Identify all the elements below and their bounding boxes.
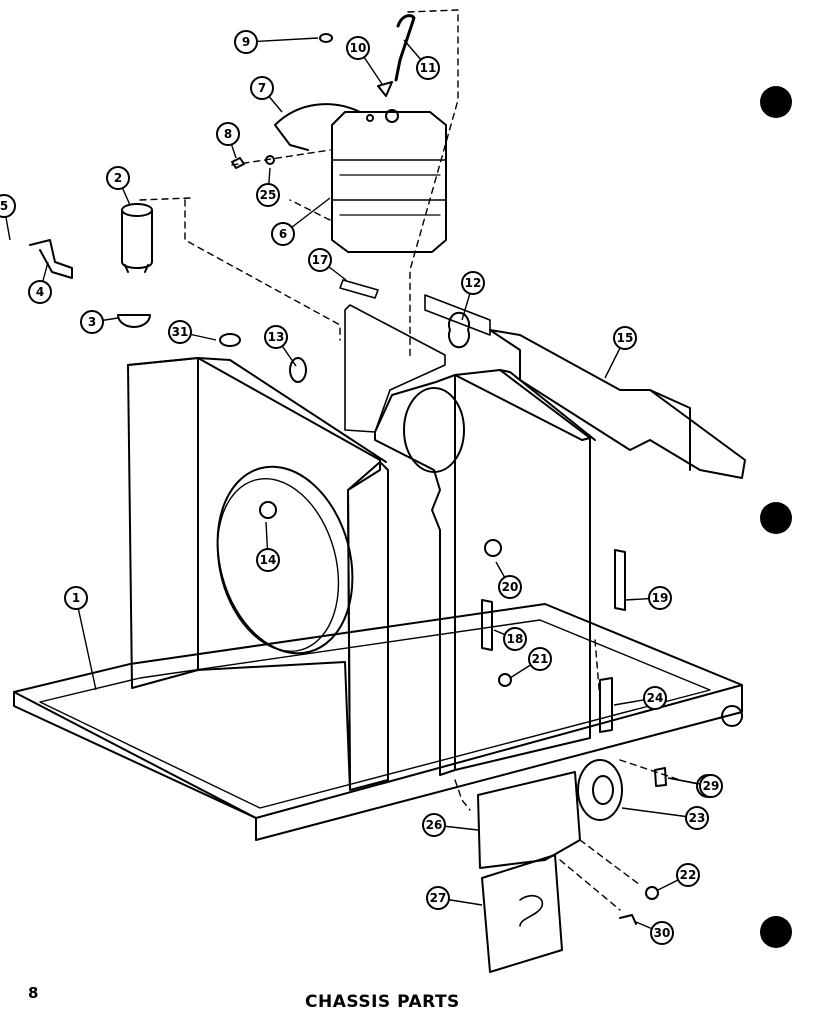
water-reservoir — [331, 109, 447, 253]
callout-9: 9 — [234, 30, 319, 54]
callout-17: 17 — [308, 248, 347, 281]
access-plate — [477, 771, 581, 869]
callout-label: 19 — [652, 591, 669, 605]
retaining-strap — [274, 103, 361, 151]
registration-marks — [760, 86, 792, 948]
callout-label: 5 — [0, 199, 8, 213]
callout-21: 21 — [509, 647, 552, 679]
nut — [498, 673, 512, 687]
grommet-side — [289, 357, 307, 383]
callout-14: 14 — [256, 521, 280, 572]
callout-8: 8 — [216, 122, 240, 159]
callout-20: 20 — [495, 561, 522, 599]
callout-label: 11 — [420, 61, 437, 75]
mounting-bracket — [481, 599, 493, 651]
divider-panel — [347, 374, 465, 791]
callout-1: 1 — [64, 586, 97, 691]
pulley-wheel — [577, 759, 623, 821]
callout-10: 10 — [346, 36, 383, 85]
lock-nut — [645, 886, 659, 900]
callout-7: 7 — [250, 76, 283, 113]
callout-11: 11 — [403, 39, 440, 80]
rail-bracket — [489, 329, 746, 479]
callout-label: 14 — [260, 553, 277, 567]
callout-label: 20 — [502, 580, 519, 594]
callout-label: 17 — [312, 253, 329, 267]
callout-4: 4 — [28, 261, 52, 304]
callout-label: 29 — [703, 779, 720, 793]
callout-30: 30 — [635, 921, 674, 945]
callout-label: 26 — [426, 818, 443, 832]
callout-29: 29 — [667, 774, 723, 798]
callout-12: 12 — [461, 271, 485, 321]
callout-2: 2 — [106, 166, 131, 206]
base-pan — [13, 603, 744, 841]
callout-label: 12 — [465, 276, 482, 290]
corner-bracket — [599, 677, 613, 733]
callout-label: 23 — [689, 811, 706, 825]
page-number: 8 — [28, 984, 39, 1002]
valve-fitting — [377, 81, 393, 97]
bulkhead-panel — [454, 369, 596, 771]
callout-label: 7 — [258, 81, 266, 95]
bushing — [484, 539, 502, 557]
cover-plate — [481, 854, 563, 973]
callout-23: 23 — [621, 806, 709, 830]
callout-label: 1 — [72, 591, 80, 605]
callout-22: 22 — [657, 863, 700, 891]
cap — [319, 33, 333, 43]
callout-15: 15 — [604, 326, 637, 379]
screw — [231, 157, 245, 169]
terminal-strip — [339, 279, 379, 299]
callout-27: 27 — [426, 886, 483, 910]
callout-label: 4 — [36, 285, 44, 299]
callout-label: 8 — [224, 127, 232, 141]
callout-31: 31 — [168, 320, 217, 344]
callout-label: 30 — [654, 926, 671, 940]
callout-label: 31 — [172, 325, 189, 339]
callout-label: 25 — [260, 188, 277, 202]
back-panel — [344, 294, 491, 433]
callout-13: 13 — [264, 325, 297, 367]
tube-fitting — [394, 14, 416, 82]
callout-label: 3 — [88, 315, 96, 329]
capacitor-boot — [117, 314, 151, 328]
right-support-bracket — [614, 549, 626, 611]
callout-label: 2 — [114, 171, 122, 185]
grommet-ring — [259, 501, 277, 519]
callout-6: 6 — [271, 197, 331, 246]
callout-3: 3 — [80, 310, 119, 334]
callout-label: 22 — [680, 868, 697, 882]
callout-label: 13 — [268, 330, 285, 344]
spacer — [654, 767, 667, 787]
grommet-upper — [448, 311, 470, 349]
capacitor — [121, 203, 153, 273]
clip — [219, 333, 241, 347]
callout-label: 18 — [507, 632, 524, 646]
callout-25: 25 — [256, 167, 280, 207]
callout-24: 24 — [613, 686, 667, 710]
bolt — [619, 914, 637, 925]
callout-19: 19 — [624, 586, 672, 610]
callout-26: 26 — [422, 813, 479, 837]
callout-label: 10 — [350, 41, 367, 55]
callout-label: 27 — [430, 891, 447, 905]
capacitor-clamp — [29, 239, 73, 279]
callout-label: 15 — [617, 331, 634, 345]
diagram-caption: CHASSIS PARTS — [305, 992, 460, 1012]
callout-5: 5 — [0, 194, 16, 241]
left-partition-panel — [127, 357, 387, 791]
callout-label: 6 — [279, 227, 287, 241]
callout-label: 21 — [532, 652, 549, 666]
callout-label: 24 — [647, 691, 664, 705]
callout-18: 18 — [493, 627, 527, 651]
callout-label: 9 — [242, 35, 250, 49]
